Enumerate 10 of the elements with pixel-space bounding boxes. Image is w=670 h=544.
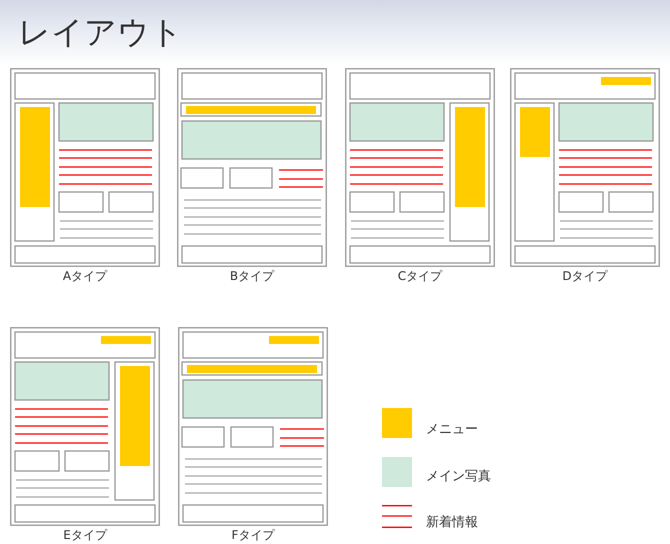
node-label: Aタイプ [62,270,108,283]
node-label: Eタイプ [63,529,107,542]
legend-label: メイン写真 [426,469,491,485]
node-label: Bタイプ [230,270,274,283]
legend-label: メニュー [426,422,478,438]
page-title: レイアウト [18,12,183,52]
node-label: Cタイプ [398,270,442,283]
node-label: Fタイプ [232,529,274,542]
legend-label: 新着情報 [426,515,478,531]
node-label: Dタイプ [562,270,608,283]
